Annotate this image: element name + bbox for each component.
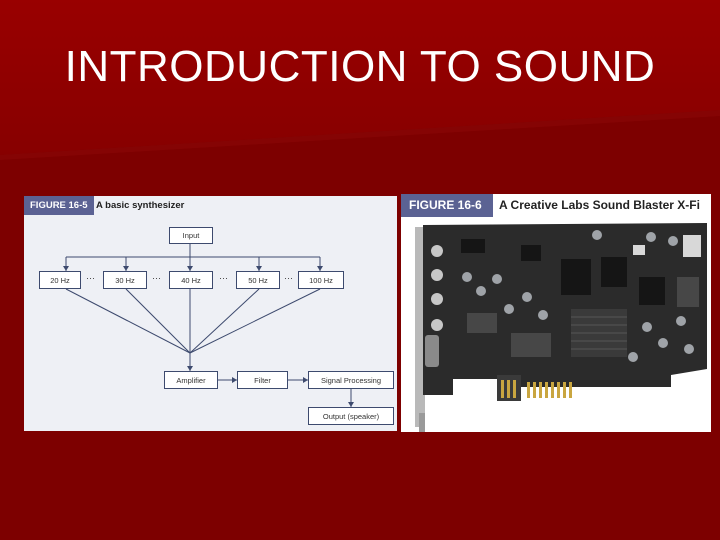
sound-card-photo	[401, 217, 711, 432]
ellipsis-2: ···	[152, 273, 161, 283]
freq-box-40hz: 40 Hz	[169, 271, 213, 289]
input-box: Input	[169, 227, 213, 244]
output-speaker-box: Output (speaker)	[308, 407, 394, 425]
freq-box-30hz: 30 Hz	[103, 271, 147, 289]
ellipsis-1: ···	[86, 273, 95, 283]
figure-caption: A basic synthesizer	[96, 200, 185, 211]
slide-title: INTRODUCTION TO SOUND	[64, 42, 656, 91]
freq-box-20hz: 20 Hz	[39, 271, 81, 289]
figure-caption: A Creative Labs Sound Blaster X-Fi	[499, 198, 700, 212]
amplifier-box: Amplifier	[164, 371, 218, 389]
freq-box-50hz: 50 Hz	[236, 271, 280, 289]
figure-tag: FIGURE 16-5	[24, 196, 94, 215]
synth-connectors	[63, 244, 354, 407]
figure-tag: FIGURE 16-6	[401, 194, 493, 217]
figure-basic-synthesizer: FIGURE 16-5 A basic synthesizer	[24, 196, 397, 431]
freq-box-100hz: 100 Hz	[298, 271, 344, 289]
figure-sound-blaster: FIGURE 16-6 A Creative Labs Sound Blaste…	[401, 194, 711, 432]
ellipsis-4: ···	[284, 273, 293, 283]
signal-processing-box: Signal Processing	[308, 371, 394, 389]
filter-box: Filter	[237, 371, 288, 389]
ellipsis-3: ···	[219, 273, 228, 283]
